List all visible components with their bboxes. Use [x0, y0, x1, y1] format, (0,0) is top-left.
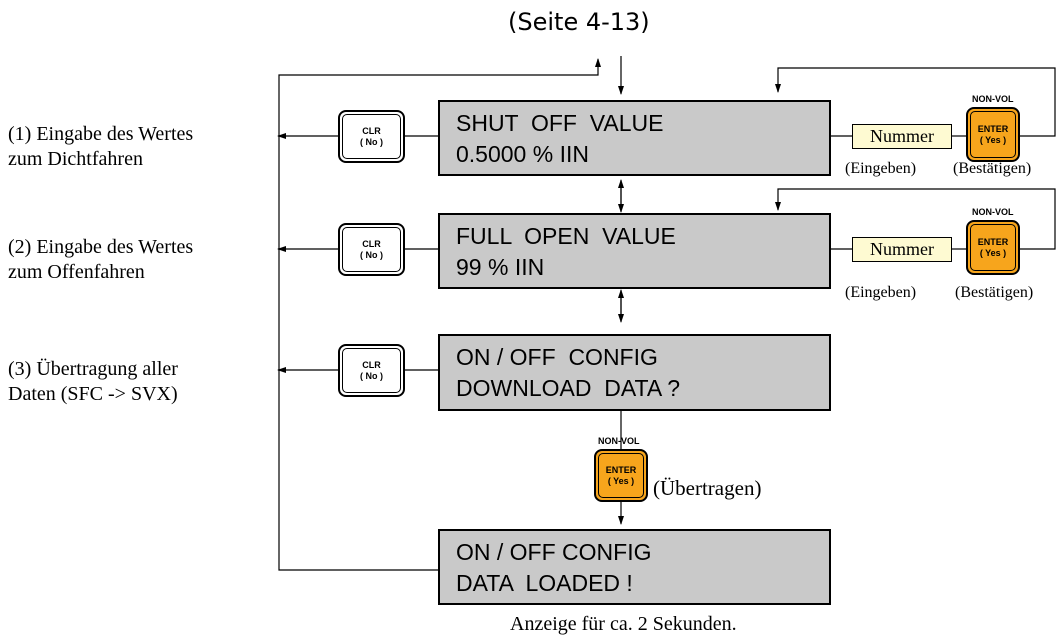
- caption-bestaetigen: (Bestätigen): [953, 160, 1032, 177]
- display-full-open-value: FULL OPEN VALUE 99 % IIN: [438, 213, 831, 289]
- display-line-2: DOWNLOAD DATA ?: [456, 375, 681, 401]
- caption-bestaetigen: (Bestätigen): [955, 284, 1034, 301]
- enter-key-sublabel: ( Yes ): [607, 475, 635, 486]
- side-label-line-2: Daten (SFC -> SVX): [8, 383, 178, 405]
- side-label-line-2: zum Dichtfahren: [8, 148, 143, 170]
- clr-key-sublabel: ( No ): [360, 370, 383, 381]
- footer-note: Anzeige für ca. 2 Sekunden.: [510, 613, 737, 635]
- display-line-1: FULL OPEN VALUE: [456, 223, 676, 249]
- non-vol-tag: NON-VOL: [598, 436, 640, 446]
- clr-key-label: CLR: [362, 125, 381, 136]
- side-label-line-1: (3) Übertragung aller: [8, 358, 178, 380]
- number-entry-box[interactable]: Nummer: [852, 124, 952, 149]
- display-download-data: ON / OFF CONFIG DOWNLOAD DATA ?: [438, 334, 831, 411]
- page-reference: (Seite 4-13): [508, 8, 650, 36]
- enter-key[interactable]: ENTER ( Yes ): [966, 107, 1020, 162]
- clr-key-sublabel: ( No ): [360, 249, 383, 260]
- side-label-line-1: (1) Eingabe des Wertes: [8, 123, 194, 145]
- display-line-1: ON / OFF CONFIG: [456, 344, 658, 370]
- caption-eingeben: (Eingeben): [845, 160, 917, 177]
- clr-key-label: CLR: [362, 359, 381, 370]
- enter-key-label: ENTER: [605, 464, 637, 475]
- number-entry-box[interactable]: Nummer: [852, 237, 952, 262]
- caption-uebertragen: (Übertragen): [653, 476, 762, 500]
- display-line-2: DATA LOADED !: [456, 570, 633, 596]
- display-data-loaded: ON / OFF CONFIG DATA LOADED !: [438, 529, 831, 605]
- display-line-2: 99 % IIN: [456, 254, 545, 280]
- side-label-full-open: (2) Eingabe des Wertes zum Offenfahren: [8, 235, 193, 285]
- non-vol-tag: NON-VOL: [972, 94, 1014, 104]
- display-line-1: ON / OFF CONFIG: [456, 539, 652, 565]
- side-label-shut-off: (1) Eingabe des Wertes zum Dichtfahren: [8, 122, 193, 172]
- display-shut-off-value: SHUT OFF VALUE 0.5000 % IIN: [438, 100, 831, 176]
- clr-key-label: CLR: [362, 238, 381, 249]
- non-vol-tag: NON-VOL: [972, 207, 1014, 217]
- enter-key[interactable]: ENTER ( Yes ): [594, 449, 648, 502]
- enter-key-label: ENTER: [977, 123, 1009, 134]
- clr-key[interactable]: CLR ( No ): [338, 344, 405, 397]
- side-label-line-1: (2) Eingabe des Wertes: [8, 236, 194, 258]
- clr-key-sublabel: ( No ): [360, 136, 383, 147]
- display-line-2: 0.5000 % IIN: [456, 141, 589, 167]
- side-label-line-2: zum Offenfahren: [8, 261, 145, 283]
- enter-key[interactable]: ENTER ( Yes ): [966, 220, 1020, 275]
- caption-eingeben: (Eingeben): [845, 284, 917, 301]
- enter-key-sublabel: ( Yes ): [979, 134, 1007, 145]
- clr-key[interactable]: CLR ( No ): [338, 223, 405, 276]
- side-label-transfer: (3) Übertragung aller Daten (SFC -> SVX): [8, 357, 178, 407]
- clr-key[interactable]: CLR ( No ): [338, 110, 405, 163]
- enter-key-label: ENTER: [977, 236, 1009, 247]
- display-line-1: SHUT OFF VALUE: [456, 110, 664, 136]
- enter-key-sublabel: ( Yes ): [979, 247, 1007, 258]
